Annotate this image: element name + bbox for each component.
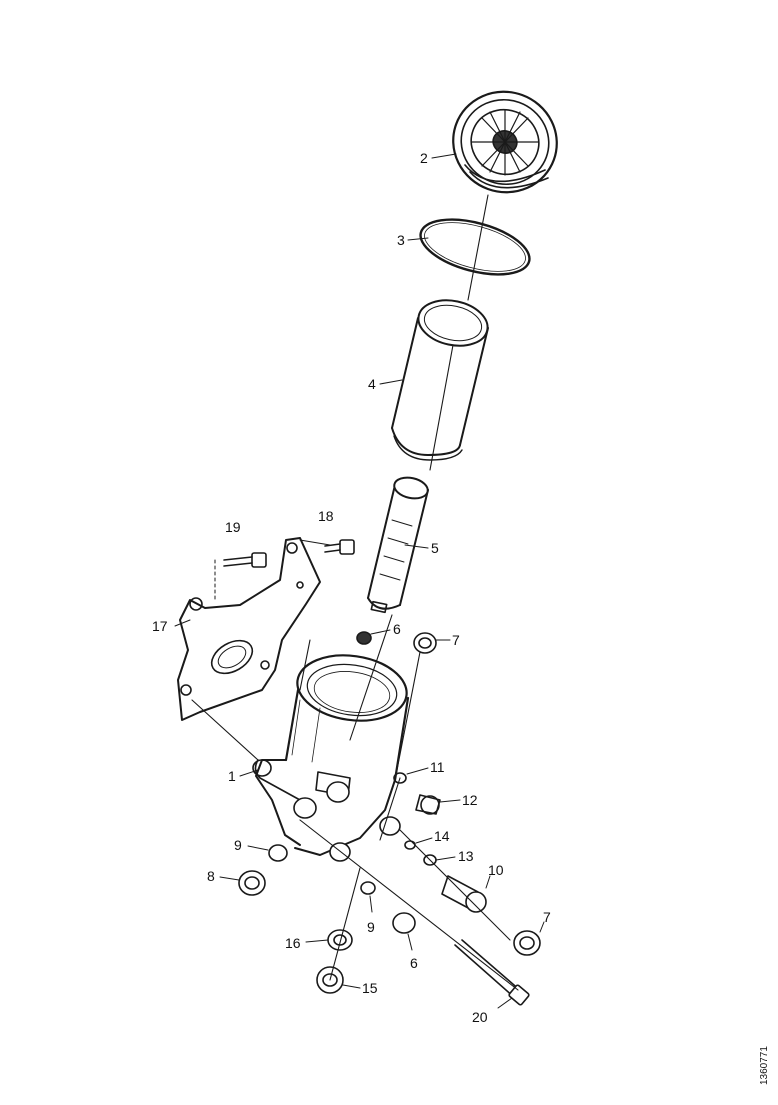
callout-14: 14 [415,828,450,844]
center-tube-part [367,476,429,614]
plug-8-and-washer-9-parts [238,844,288,896]
callout-12: 12 [439,792,478,808]
svg-text:11: 11 [430,759,445,775]
callout-8: 8 [207,868,240,884]
svg-text:5: 5 [431,540,439,556]
svg-text:4: 4 [368,376,376,392]
callout-9-left: 9 [234,837,269,853]
callout-19: 19 [225,519,241,535]
svg-text:10: 10 [488,862,504,878]
figure-code: 1360771 [759,1046,770,1085]
svg-text:6: 6 [410,955,418,971]
callout-labels: 2 3 4 5 6 7 19 18 17 [152,150,551,1025]
svg-text:9: 9 [367,919,375,935]
svg-text:15: 15 [362,980,378,996]
svg-text:1: 1 [228,768,236,784]
callout-11: 11 [406,759,445,775]
svg-text:2: 2 [420,150,428,166]
filter-housing-part [252,654,410,862]
svg-text:16: 16 [285,935,301,951]
callout-15: 15 [342,980,378,996]
svg-text:9: 9 [234,837,242,853]
o-ring-part [419,218,531,276]
callout-17: 17 [152,618,191,634]
plug-7-top-part [413,632,437,654]
callout-7-bottom: 7 [539,909,551,933]
callout-4: 4 [368,376,403,392]
callout-3: 3 [397,232,429,248]
plug-6-and-washer-9-lower-parts [360,881,416,934]
sensor-and-fittings-parts [393,772,487,913]
svg-text:18: 18 [318,508,334,524]
plug-7-bottom-part [513,930,541,956]
filter-cap-part [452,90,558,194]
callout-18: 18 [318,508,334,524]
filter-element-part [391,299,489,461]
svg-text:7: 7 [543,909,551,925]
callout-20: 20 [472,997,513,1025]
small-seal-part [356,631,372,645]
svg-text:20: 20 [472,1009,488,1025]
callout-1: 1 [228,768,259,784]
long-bolt-20-part [454,939,530,1006]
svg-text:3: 3 [397,232,405,248]
callout-6-bottom: 6 [407,933,418,971]
assembly-axis-lines [191,194,519,991]
callout-10: 10 [485,862,504,889]
callout-5: 5 [404,540,439,556]
mounting-bracket-part [177,537,321,721]
callout-13: 13 [435,848,474,864]
callout-2: 2 [420,150,457,166]
svg-text:8: 8 [207,868,215,884]
callout-16: 16 [285,935,329,951]
svg-text:14: 14 [434,828,450,844]
callout-6-top: 6 [370,621,401,637]
svg-text:13: 13 [458,848,474,864]
svg-text:19: 19 [225,519,241,535]
callout-9-bottom: 9 [367,895,375,935]
svg-text:7: 7 [452,632,460,648]
svg-text:6: 6 [393,621,401,637]
bolt-19-part [214,552,267,601]
svg-text:12: 12 [462,792,478,808]
bolt-18-part [324,539,355,555]
svg-text:17: 17 [152,618,168,634]
callout-7-top: 7 [435,632,460,648]
